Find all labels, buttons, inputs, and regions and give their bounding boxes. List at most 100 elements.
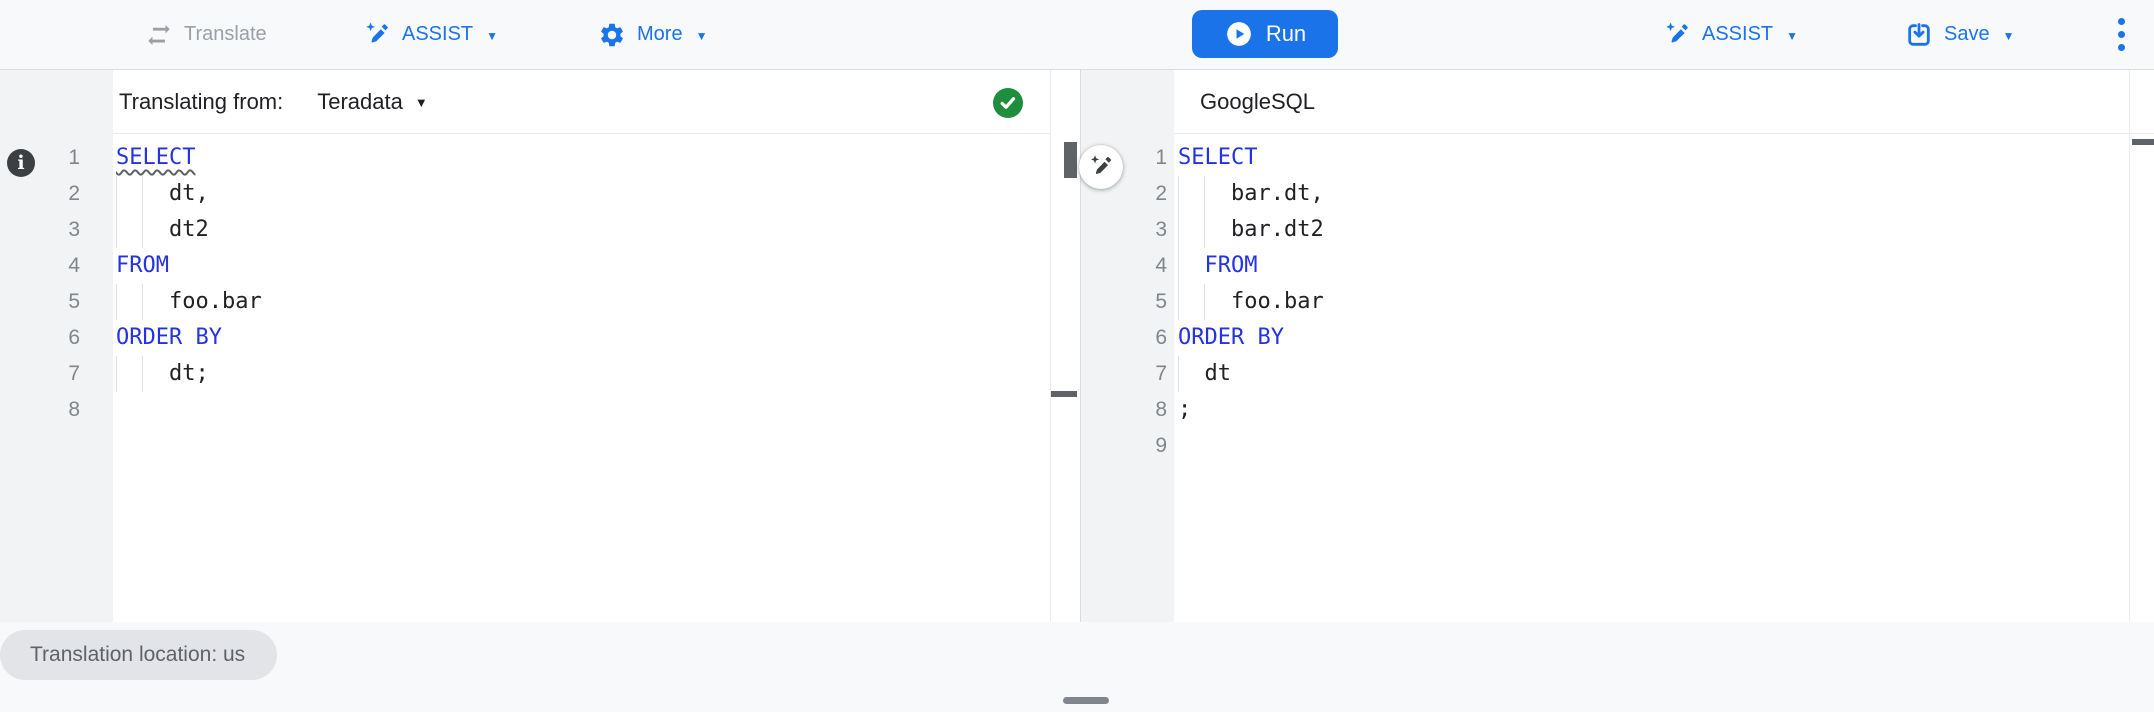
run-button[interactable]: Run (1192, 10, 1338, 58)
code-line[interactable]: ; (1178, 397, 1192, 422)
line-number: 9 (1155, 434, 1167, 457)
translation-location-label: Translation location: us (30, 643, 246, 666)
code-line[interactable]: dt; (116, 361, 209, 386)
panel-resize-handle[interactable] (1063, 697, 1109, 704)
code-line[interactable]: foo.bar (116, 289, 262, 314)
indent-guide (1178, 284, 1179, 320)
magic-pen-icon (366, 21, 388, 42)
source-scrollbar-track (1050, 70, 1051, 622)
assist-menu-left[interactable]: ASSIST ▼ (363, 0, 498, 69)
assist-label: ASSIST (1702, 23, 1774, 45)
magic-pen-icon (1090, 155, 1111, 174)
indent-guide (142, 212, 144, 248)
save-icon (1908, 22, 1930, 46)
indent-guide (116, 284, 117, 320)
code-line[interactable] (116, 392, 1050, 428)
chevron-down-icon: ▼ (414, 95, 428, 110)
chevron-down-icon: ▼ (486, 28, 499, 43)
source-pane-header: Translating from: Teradata ▼ (113, 70, 1050, 134)
more-label: More (637, 23, 683, 45)
source-scrollbar-marker[interactable] (1051, 391, 1077, 397)
overflow-menu-button[interactable] (2106, 0, 2136, 69)
code-line[interactable]: FROM (1204, 253, 1258, 278)
line-number: 8 (68, 398, 80, 421)
code-line[interactable]: FROM (116, 253, 169, 278)
translation-location-chip: Translation location: us (0, 630, 278, 680)
code-line[interactable]: SELECT (1178, 145, 1258, 170)
indent-guide (116, 212, 117, 248)
indent-guide (116, 176, 117, 212)
line-number: 4 (68, 254, 80, 277)
code-line[interactable] (1178, 428, 2129, 464)
indent-guide (1178, 248, 1179, 284)
code-line[interactable]: bar.dt2 (1178, 217, 1324, 242)
line-number: 3 (1155, 218, 1167, 241)
code-line[interactable]: bar.dt, (1178, 181, 1324, 206)
code-line[interactable]: ORDER BY (1178, 325, 1284, 350)
dialect-selected-value: Teradata (317, 88, 403, 114)
play-icon (1226, 22, 1251, 46)
swap-arrows-icon (148, 24, 170, 45)
indent-guide (1204, 284, 1206, 320)
panel-divider[interactable] (1080, 70, 1081, 622)
indent-guide (142, 176, 144, 212)
line-number: 2 (1155, 182, 1167, 205)
chevron-down-icon: ▼ (1786, 28, 1799, 43)
target-pane-header: GoogleSQL (1174, 70, 2154, 134)
target-line-numbers: 1 2 3 4 5 6 7 8 9 (1081, 140, 1167, 464)
line-number: 8 (1155, 398, 1167, 421)
line-number: 6 (1155, 326, 1167, 349)
vertical-dots-icon (2117, 44, 2125, 51)
top-toolbar: Translate ASSIST ▼ More ▼ Run (0, 0, 2154, 70)
code-line[interactable]: dt (1178, 361, 1231, 386)
target-scrollbar-thumb[interactable] (2132, 139, 2154, 145)
gear-icon (601, 23, 623, 46)
code-line[interactable]: SELECT (116, 145, 196, 170)
save-menu[interactable]: Save ▼ (1905, 0, 2014, 69)
line-number: 4 (1155, 254, 1167, 277)
assist-label: ASSIST (402, 23, 474, 45)
code-line[interactable]: dt, (116, 181, 209, 206)
vertical-dots-icon (2117, 18, 2125, 25)
code-line[interactable]: foo.bar (1178, 289, 1324, 314)
line-info-icon[interactable]: i (7, 149, 35, 177)
line-number: 2 (68, 182, 80, 205)
line-number: 3 (68, 218, 80, 241)
line-number: 7 (68, 362, 80, 385)
source-dialect-select[interactable]: Teradata ▼ (317, 89, 428, 115)
vertical-dots-icon (2117, 31, 2125, 38)
assist-fab-button[interactable] (1079, 145, 1123, 189)
code-line[interactable]: ORDER BY (116, 325, 222, 350)
run-label: Run (1265, 21, 1307, 46)
line-number: 1 (1155, 146, 1167, 169)
translate-button[interactable]: Translate (145, 0, 267, 69)
chevron-down-icon: ▼ (695, 28, 708, 43)
indent-guide (1178, 212, 1179, 248)
save-label: Save (1944, 23, 1990, 45)
indent-guide (1204, 212, 1206, 248)
target-dialect-label: GoogleSQL (1200, 88, 1315, 114)
line-number: 1 (68, 146, 80, 169)
source-scrollbar-thumb[interactable] (1064, 142, 1077, 178)
translate-label: Translate (184, 23, 267, 45)
chevron-down-icon: ▼ (2002, 28, 2015, 43)
footer-bar: Translation location: us (0, 622, 2154, 712)
assist-menu-right[interactable]: ASSIST ▼ (1663, 0, 1798, 69)
indent-guide (116, 356, 117, 392)
line-number: 6 (68, 326, 80, 349)
indent-guide (142, 356, 144, 392)
code-line[interactable]: dt2 (116, 217, 209, 242)
line-number: 7 (1155, 362, 1167, 385)
magic-pen-icon (1666, 21, 1688, 42)
translating-from-label: Translating from: (119, 88, 284, 114)
indent-guide (142, 284, 144, 320)
translation-success-icon (993, 88, 1023, 118)
more-menu[interactable]: More ▼ (598, 0, 707, 69)
indent-guide (1178, 356, 1179, 392)
line-number: 5 (1155, 290, 1167, 313)
target-scrollbar-track (2129, 70, 2130, 622)
